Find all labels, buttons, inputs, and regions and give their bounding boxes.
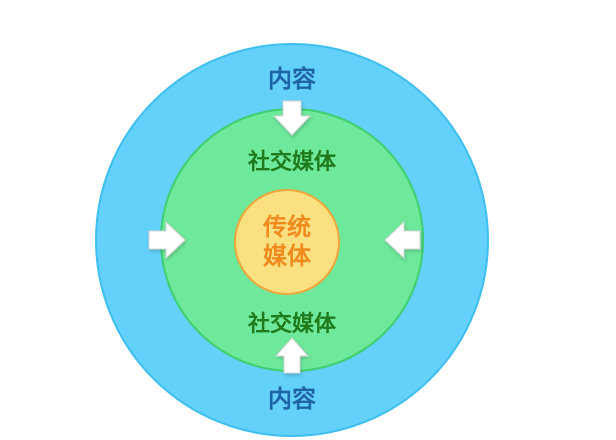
center-label-line1: 传统 (262, 213, 311, 241)
middle-label-bottom: 社交媒体 (248, 311, 337, 337)
outer-label-bottom: 内容 (268, 385, 316, 413)
inner-circle-traditional-media (234, 189, 340, 295)
middle-label-top: 社交媒体 (248, 149, 337, 175)
outer-label-top: 内容 (268, 65, 316, 93)
right-arrow-icon (148, 220, 186, 260)
down-arrow-icon (272, 100, 312, 136)
center-label-line2: 媒体 (263, 242, 312, 270)
left-arrow-icon (384, 220, 421, 260)
up-arrow-icon (274, 337, 310, 374)
